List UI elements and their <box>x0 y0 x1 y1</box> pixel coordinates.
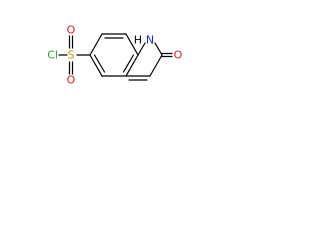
chlorine-label: Cl <box>47 49 58 62</box>
bond-c8a-n1 <box>137 42 146 56</box>
bond-c5-c6-inner <box>93 54 106 73</box>
bond-c6-c7 <box>89 33 103 56</box>
chemical-structure: Cl S O O N H O <box>47 24 182 87</box>
bond-c2-c3 <box>149 54 163 77</box>
bonds <box>58 33 173 81</box>
bond-n1-c2 <box>154 42 163 56</box>
ring-nitrogen-hydrogen-label: H <box>134 34 142 47</box>
ring-nitrogen-label: N <box>146 34 154 47</box>
sulfonyl-oxygen-top-label: O <box>67 24 76 37</box>
carbonyl-oxygen-label: O <box>174 49 183 62</box>
bond-c8a-c4a-inner <box>122 54 135 73</box>
bond-c5-c6 <box>89 54 103 77</box>
bond-c8a-c4a <box>125 54 139 77</box>
sulfonyl-oxygen-bottom-label: O <box>67 74 76 87</box>
sulfur-label: S <box>68 49 75 62</box>
bond-c8-c8a <box>125 33 139 56</box>
atom-labels: Cl S O O N H O <box>47 24 182 87</box>
